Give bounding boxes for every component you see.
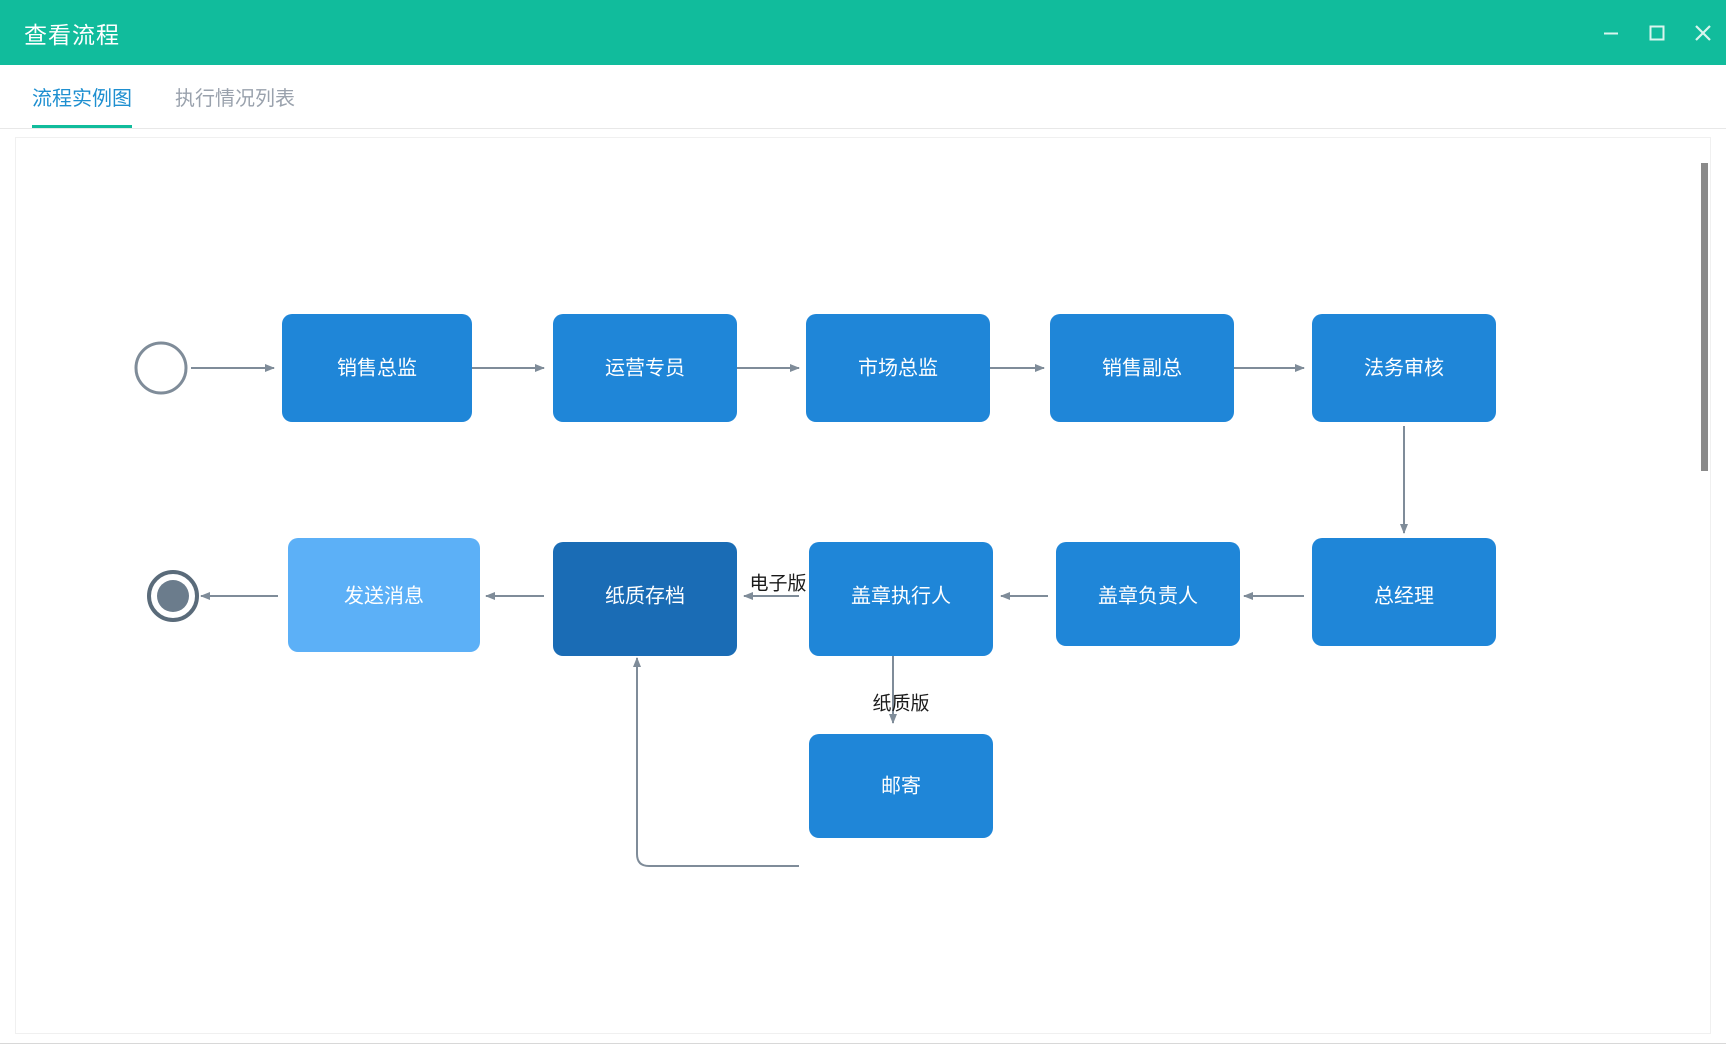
tab-label: 执行情况列表 [175, 86, 295, 110]
flowchart-svg: 销售总监 运营专员 市场总监 销售副总 法务审核 总经理 盖章负责人 [134, 314, 1496, 867]
edge-label-electronic: 电子版 [749, 573, 806, 595]
start-event[interactable] [134, 341, 188, 395]
edge-layer [191, 364, 1408, 867]
close-button[interactable] [1680, 0, 1726, 65]
edge-label-paper: 纸质版 [872, 693, 929, 715]
node-n8[interactable]: 盖章执行人 [809, 542, 993, 656]
node-label: 发送消息 [344, 584, 424, 608]
node-n3[interactable]: 市场总监 [806, 314, 990, 422]
node-n7[interactable]: 盖章负责人 [1056, 542, 1240, 646]
end-event-fill [157, 580, 189, 612]
node-n5[interactable]: 法务审核 [1312, 314, 1496, 422]
node-label: 销售总监 [337, 356, 417, 380]
window-bottom-strip [0, 1043, 1726, 1055]
tab-label: 流程实例图 [32, 86, 132, 110]
node-n2[interactable]: 运营专员 [553, 314, 737, 422]
window-titlebar: 查看流程 [0, 0, 1726, 65]
node-n4[interactable]: 销售副总 [1050, 314, 1234, 422]
diagram-canvas[interactable]: 销售总监 运营专员 市场总监 销售副总 法务审核 总经理 盖章负责人 [15, 137, 1711, 1034]
tab-execution-list[interactable]: 执行情况列表 [175, 65, 295, 128]
vertical-scrollbar[interactable] [1701, 163, 1708, 471]
node-n9[interactable]: 纸质存档 [553, 542, 737, 656]
tab-bar: 流程实例图 执行情况列表 [0, 65, 1726, 129]
edge-n11-n9 [633, 657, 799, 867]
node-label: 邮寄 [881, 774, 921, 798]
node-label: 纸质存档 [605, 584, 685, 608]
tab-process-instance-diagram[interactable]: 流程实例图 [32, 65, 132, 128]
window-title: 查看流程 [24, 22, 120, 49]
node-label: 法务审核 [1364, 356, 1444, 380]
maximize-icon [1648, 24, 1666, 42]
close-icon [1693, 23, 1713, 43]
node-label: 销售副总 [1102, 356, 1182, 380]
node-label: 市场总监 [858, 356, 938, 380]
node-n1[interactable]: 销售总监 [282, 314, 472, 422]
node-label: 运营专员 [605, 356, 685, 380]
node-label: 盖章执行人 [851, 584, 951, 608]
node-label: 总经理 [1374, 584, 1434, 608]
maximize-button[interactable] [1634, 0, 1680, 65]
node-n11[interactable]: 邮寄 [809, 734, 993, 838]
node-n6[interactable]: 总经理 [1312, 538, 1496, 646]
minimize-icon [1602, 24, 1620, 42]
minimize-button[interactable] [1588, 0, 1634, 65]
node-label: 盖章负责人 [1098, 584, 1198, 608]
node-n10[interactable]: 发送消息 [288, 538, 480, 652]
window-controls [1588, 0, 1726, 65]
